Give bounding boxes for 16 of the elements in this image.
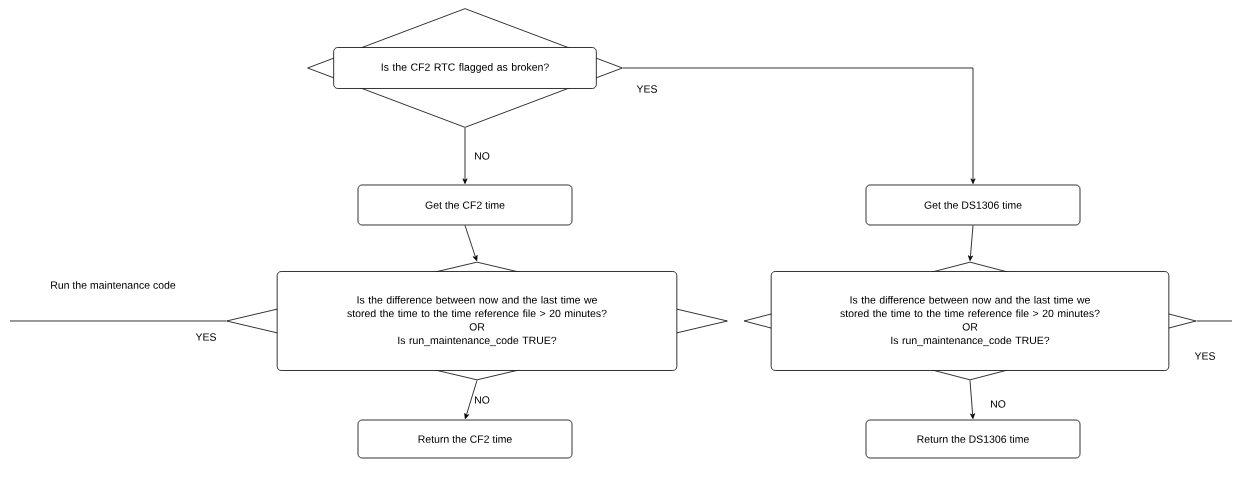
edge-label: YES (635, 84, 659, 94)
note-text: Run the maintenance code (51, 281, 176, 289)
edge-label: NO (989, 399, 1007, 409)
edge-label: YES (194, 332, 218, 342)
edge-label: NO (473, 395, 491, 405)
arrow (622, 67, 976, 184)
arrow (464, 380, 478, 420)
process-box: Get the CF2 time (357, 184, 573, 226)
process-box: Return the CF2 time (357, 419, 573, 459)
arrow (969, 380, 976, 419)
edge-label: NO (473, 151, 491, 161)
process-box: Return the DS1306 time (865, 419, 1081, 459)
process-box: Get the DS1306 time (865, 184, 1081, 226)
arrow (462, 127, 468, 184)
arrow (968, 225, 974, 261)
arrow (464, 225, 478, 262)
